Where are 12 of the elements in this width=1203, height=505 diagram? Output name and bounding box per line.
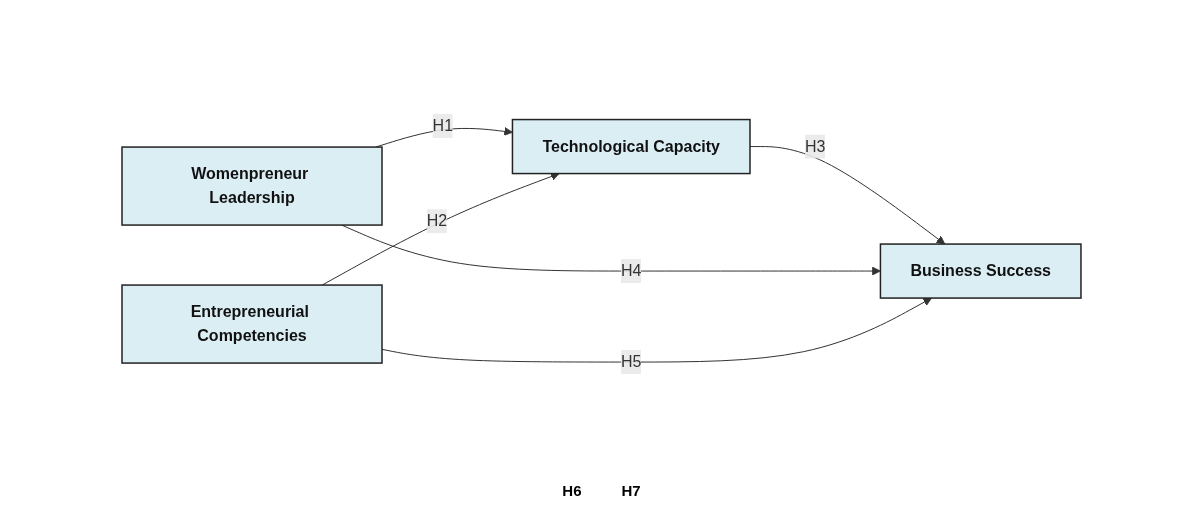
edge-label: H1 [432, 116, 454, 134]
node-box: Technological Capacity [511, 118, 751, 175]
hypothesis-label: H6 [562, 482, 582, 499]
edge-label: H4 [621, 262, 642, 280]
edge-label: H5 [621, 353, 642, 371]
edge-label: H2 [426, 212, 448, 230]
node-box: Business Success [879, 243, 1082, 299]
node-box: Womenpreneur Leadership [121, 146, 383, 226]
node-box: Entrepreneurial Competencies [121, 284, 383, 364]
edge-label: H3 [805, 137, 826, 155]
hypothesis-label: H7 [621, 482, 641, 499]
arrow [321, 172, 560, 286]
